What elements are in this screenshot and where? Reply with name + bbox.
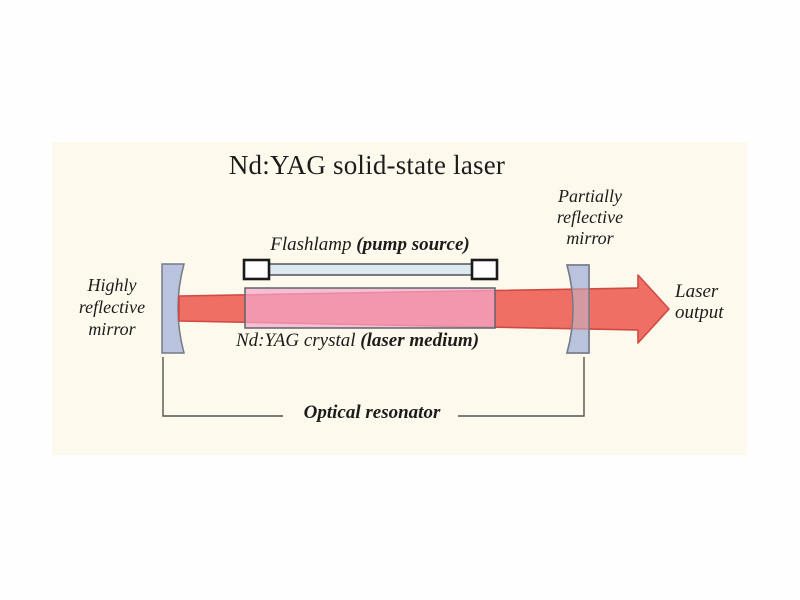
label-line: reflective (556, 207, 624, 227)
optical-resonator-label: Optical resonator (303, 402, 441, 423)
label-line: mirror (88, 319, 136, 339)
flashlamp-label: Flashlamp (pump source) (170, 234, 570, 256)
label-line: output (675, 302, 724, 323)
partially-reflective-mirror-label: Partially reflective mirror (528, 186, 652, 249)
resonator-bracket (162, 357, 585, 417)
flashlamp-label-normal: Flashlamp (270, 234, 357, 255)
highly-reflective-mirror (161, 263, 185, 354)
partially-reflective-mirror-glass (566, 264, 590, 354)
crystal-label-normal: Nd:YAG crystal (236, 330, 361, 351)
flashlamp-cap-left (242, 258, 271, 281)
crystal-label: Nd:YAG crystal (laser medium) (236, 330, 479, 352)
label-line: mirror (566, 228, 614, 248)
flashlamp-tube (265, 263, 476, 276)
flashlamp-label-bold: (pump source) (356, 234, 470, 255)
diagram-title: Nd:YAG solid-state laser (228, 150, 506, 180)
highly-reflective-mirror-label: Highly reflective mirror (52, 274, 172, 340)
flashlamp-cap-right (470, 258, 499, 281)
label-line: Laser (675, 281, 719, 302)
label-line: Highly (87, 275, 137, 295)
label-line: reflective (78, 297, 146, 317)
crystal-label-bold: (laser medium) (360, 330, 480, 351)
label-line: Partially (558, 186, 622, 206)
laser-output-label: Laser output (675, 281, 724, 323)
nd-yag-crystal (244, 287, 496, 329)
